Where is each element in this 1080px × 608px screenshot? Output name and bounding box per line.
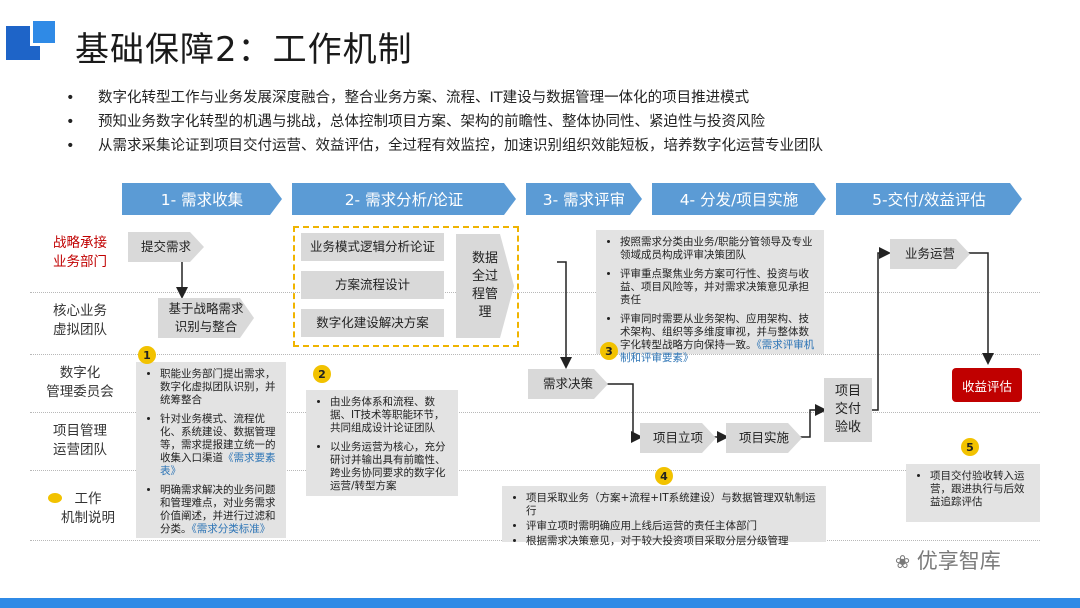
bullet-item: 数字化转型工作与业务发展深度融合，整合业务方案、流程、IT建设与数据管理一体化的…	[60, 86, 823, 110]
row-label-pmo: 项目管理 运营团队	[53, 423, 107, 458]
box-business-operation: 业务运营	[890, 239, 970, 269]
phase-4: 4- 分发/项目实施	[652, 183, 826, 215]
badge-5: 5	[961, 438, 979, 456]
badge-3: 3	[600, 342, 618, 360]
bottom-bar	[0, 598, 1080, 608]
note-1-item: 职能业务部门提出需求，数字化虚拟团队识别，并统筹整合	[160, 368, 278, 407]
note-3: 按照需求分类由业务/职能分管领导及专业领域成员构成评审决策团队 评审重点聚焦业务…	[596, 230, 824, 364]
row-separator	[30, 292, 1040, 293]
logo-square-light	[30, 18, 58, 46]
box-project-setup: 项目立项	[640, 423, 716, 453]
box-delivery-acceptance: 项目 交付 验收	[824, 378, 872, 442]
bullet-item: 从需求采集论证到项目交付运营、效益评估，全过程有效监控，加速识别组织效能短板，培…	[60, 134, 823, 158]
legend-dot-icon	[48, 493, 62, 503]
phase-1: 1- 需求收集	[122, 183, 282, 215]
row-label-committee: 数字化 管理委员会	[46, 365, 114, 400]
bullet-list: 数字化转型工作与业务发展深度融合，整合业务方案、流程、IT建设与数据管理一体化的…	[60, 86, 823, 158]
phase-5: 5-交付/效益评估	[836, 183, 1022, 215]
row-separator	[30, 354, 1040, 355]
note-1-item: 针对业务模式、流程优化、系统建设、数据管理等，需求提报建立统一的收集入口渠道《需…	[160, 413, 278, 478]
box-digital-solution: 数字化建设解决方案	[301, 309, 444, 337]
note-2: 由业务体系和流程、数据、IT技术等职能环节，共同组成设计论证团队 以业务运营为核…	[306, 390, 458, 496]
note-4-item: 根据需求决策意见，对于较大投资项目采取分层分级管理	[526, 535, 818, 548]
box-data-management: 数据 全过 程管 理	[456, 234, 514, 338]
phase-3: 3- 需求评审	[526, 183, 642, 215]
wechat-icon: ❀	[895, 552, 911, 573]
watermark: ❀ 优享智库	[895, 545, 1001, 575]
note-4-item: 项目采取业务（方案+流程+IT系统建设）与数据管理双轨制运行	[526, 492, 818, 518]
box-project-implement: 项目实施	[726, 423, 802, 453]
watermark-text: 优享智库	[916, 549, 1001, 573]
box-submit-request: 提交需求	[128, 232, 204, 262]
note-4-item: 评审立项时需明确应用上线后运营的责任主体部门	[526, 520, 818, 533]
box-benefit-evaluation: 收益评估	[952, 368, 1022, 402]
note-2-item: 由业务体系和流程、数据、IT技术等职能环节，共同组成设计论证团队	[330, 396, 450, 435]
box-demand-decision: 需求决策	[528, 369, 608, 399]
badge-2: 2	[313, 365, 331, 383]
badge-4: 4	[655, 467, 673, 485]
row-separator	[30, 470, 1040, 471]
note-5: 项目交付验收转入运营，跟进执行与后效益追踪评估	[906, 464, 1040, 522]
row-label-strategy: 战略承接 业务部门	[53, 235, 107, 270]
row-separator	[30, 412, 1040, 413]
note-3-item: 评审重点聚焦业务方案可行性、投资与收益、项目风险等，并对需求决策意见承担责任	[620, 268, 816, 307]
box-business-logic: 业务模式逻辑分析论证	[301, 233, 444, 261]
note-1: 职能业务部门提出需求，数字化虚拟团队识别，并统筹整合 针对业务模式、流程优化、系…	[136, 362, 286, 538]
note-1-item: 明确需求解决的业务问题和管理难点，对业务需求价值阐述，并进行过滤和分类。《需求分…	[160, 484, 278, 536]
phase-2: 2- 需求分析/论证	[292, 183, 516, 215]
box-process-design: 方案流程设计	[301, 271, 444, 299]
note-3-item: 按照需求分类由业务/职能分管领导及专业领域成员构成评审决策团队	[620, 236, 816, 262]
row-label-core: 核心业务 虚拟团队	[53, 303, 107, 338]
analysis-group	[293, 226, 519, 347]
note-4: 项目采取业务（方案+流程+IT系统建设）与数据管理双轨制运行 评审立项时需明确应…	[502, 486, 826, 547]
box-identify-integrate: 基于战略需求 识别与整合	[158, 298, 254, 338]
note-2-item: 以业务运营为核心，充分研讨并输出具有前瞻性、跨业务协同要求的数字化运营/转型方案	[330, 441, 450, 493]
note-3-item: 评审同时需要从业务架构、应用架构、技术架构、组织等多维度审视，并与整体数字化转型…	[620, 313, 816, 365]
badge-1: 1	[138, 346, 156, 364]
row-label-legend: 工作 机制说明	[61, 491, 115, 526]
bullet-item: 预知业务数字化转型的机遇与挑战，总体控制项目方案、架构的前瞻性、整体协同性、紧迫…	[60, 110, 823, 134]
page-title: 基础保障2：工作机制	[75, 30, 413, 70]
note-5-item: 项目交付验收转入运营，跟进执行与后效益追踪评估	[930, 470, 1032, 509]
